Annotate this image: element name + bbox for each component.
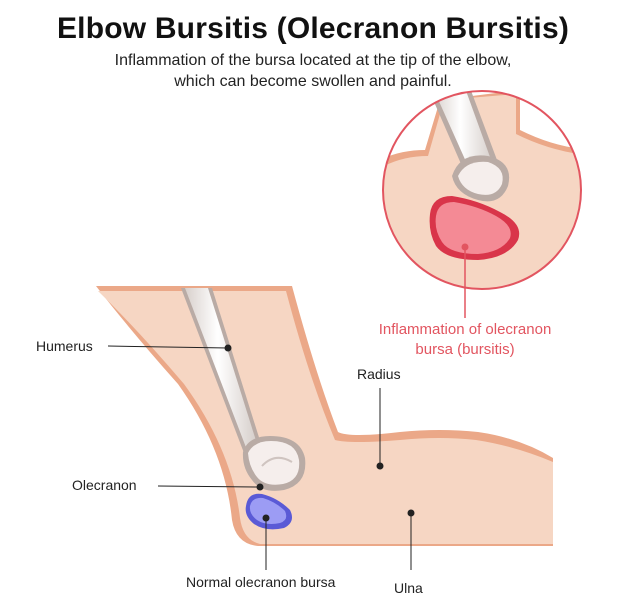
humerus-leader (107, 345, 229, 349)
label-inflamed-line-2: bursa (bursitis) (415, 341, 515, 358)
olecranon-leader (157, 485, 261, 488)
page-title: Elbow Bursitis (Olecranon Bursitis) (56, 12, 570, 45)
label-olecranon: Olecranon (72, 477, 137, 493)
label-inflamed-line-1: Inflammation of olecranon (378, 321, 552, 338)
zoom-inset (382, 90, 582, 290)
humerus-dot (224, 344, 232, 352)
normal-bursa-dot (262, 514, 270, 522)
ulna-dot (407, 509, 415, 517)
label-inflamed-bursa: Inflammation of olecranon bursa (bursiti… (365, 320, 565, 360)
olecranon-dot (256, 483, 264, 491)
label-humerus: Humerus (36, 338, 93, 354)
radius-dot (376, 462, 384, 470)
normal-bursa (245, 493, 292, 530)
label-ulna: Ulna (394, 580, 423, 596)
label-radius: Radius (357, 366, 401, 382)
subtitle-line-2: which can become swollen and painful. (174, 73, 452, 90)
humerus-bone (181, 288, 306, 491)
subtitle-line-1: Inflammation of the bursa located at the… (114, 52, 512, 69)
label-normal-bursa: Normal olecranon bursa (186, 574, 336, 590)
subtitle: Inflammation of the bursa located at the… (0, 50, 626, 92)
